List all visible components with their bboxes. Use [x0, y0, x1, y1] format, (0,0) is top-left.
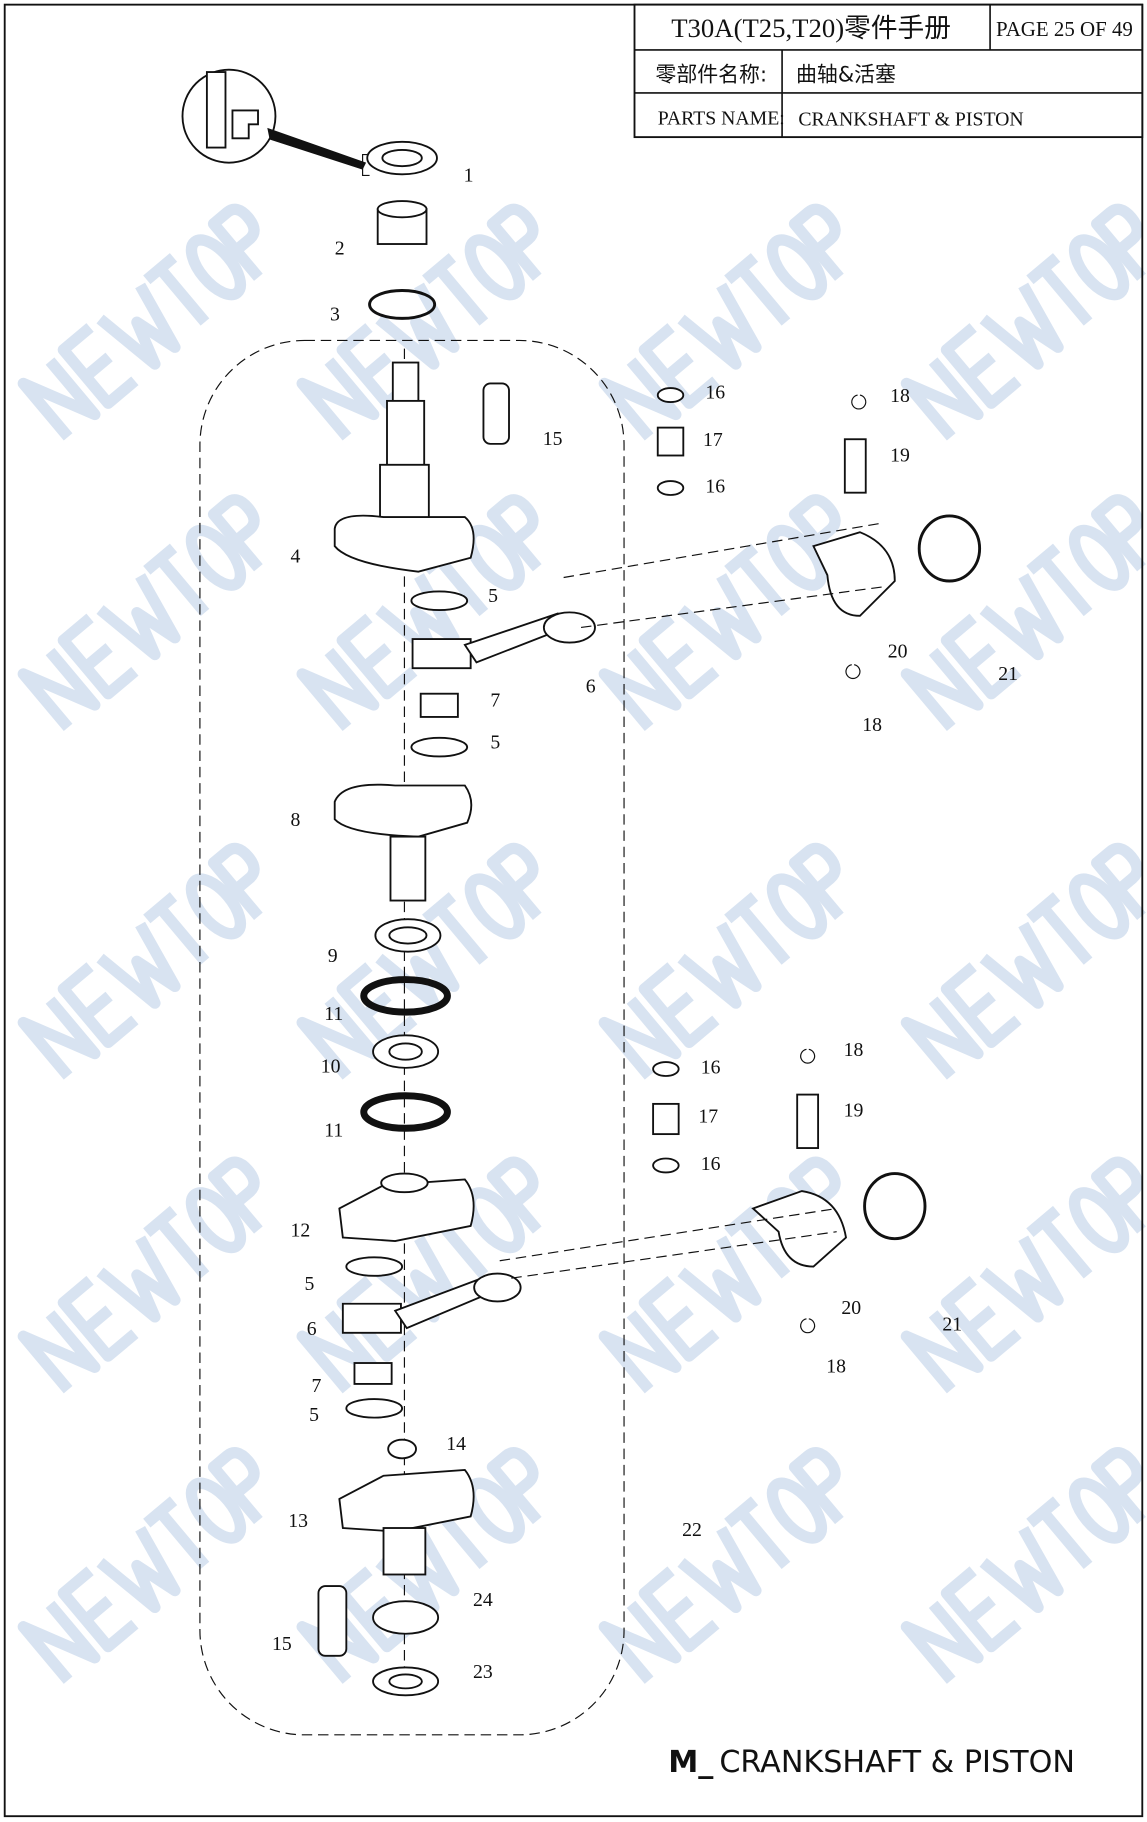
- small-needle-bearing-part: [656, 426, 685, 457]
- snap-ring-part: [360, 976, 451, 1016]
- callout-label: 18: [890, 385, 910, 407]
- footer-title-text: CRANKSHAFT & PISTON: [719, 1745, 1075, 1780]
- piston-rings-part: [917, 514, 982, 583]
- callout-labels: 1 2 3 4 15 16 17 16 18 19 5 6 20 21 18 7…: [272, 164, 1018, 1683]
- connecting-rod-lower-part: [341, 1302, 402, 1334]
- page-indicator: PAGE 25 OF 49: [996, 17, 1133, 41]
- page-frame: [3, 3, 1144, 1818]
- assembly-boundary: [199, 339, 625, 1736]
- callout-label: 17: [698, 1105, 718, 1127]
- callout-label: 3: [330, 304, 340, 326]
- callout-label: 15: [272, 1633, 292, 1655]
- callout-label: 7: [490, 689, 500, 711]
- cn-name-label: 零部件名称:: [655, 62, 767, 86]
- footer-title-prefix: M_: [668, 1745, 714, 1780]
- callout-label: 20: [888, 641, 908, 663]
- callout-label: 16: [701, 1057, 721, 1079]
- callout-label: 21: [998, 663, 1018, 685]
- parts-name-label: PARTS NAME:: [658, 107, 785, 129]
- callout-label: 16: [705, 382, 725, 404]
- callout-label: 19: [890, 444, 910, 466]
- crank-web-part: [333, 783, 473, 838]
- callout-label: 18: [826, 1355, 846, 1377]
- callout-label: 16: [705, 476, 725, 498]
- callout-label: 11: [324, 1003, 343, 1025]
- lower-bearing-part: [372, 1600, 440, 1635]
- callout-label: 24: [473, 1589, 493, 1611]
- callout-label: 10: [321, 1056, 341, 1078]
- callout-label: 5: [309, 1404, 319, 1426]
- callout-label: 15: [543, 428, 563, 450]
- callout-label: 7: [311, 1375, 321, 1397]
- title-block: T30A(T25,T20)零件手册 PAGE 25 OF 49 零部件名称: 曲…: [633, 3, 1144, 139]
- callout-label: 4: [291, 545, 301, 567]
- callout-label: 13: [288, 1510, 308, 1532]
- callout-label: 12: [291, 1219, 311, 1241]
- callout-label: 5: [304, 1273, 314, 1295]
- callout-label: 11: [324, 1119, 343, 1141]
- key-part: [387, 1438, 417, 1460]
- watermark-layer: [23, 204, 1147, 1680]
- callout-label: 5: [490, 731, 500, 753]
- callout-label: 22: [682, 1519, 702, 1541]
- callout-label: 8: [291, 809, 301, 831]
- circlip-part: [851, 394, 867, 410]
- callout-label: 23: [473, 1661, 493, 1683]
- callout-label: 1: [464, 164, 474, 186]
- seal-detail-view: [181, 68, 370, 177]
- callout-label: 14: [446, 1433, 466, 1455]
- callout-label: 6: [307, 1318, 317, 1340]
- piston-part: [812, 531, 896, 617]
- callout-label: 18: [862, 714, 882, 736]
- connecting-rod-part: [411, 611, 596, 670]
- callout-label: 6: [586, 676, 596, 698]
- crank-web-lower-part: [338, 1178, 475, 1242]
- callout-label: 5: [488, 585, 498, 607]
- crankshaft-lower-part: [338, 1468, 475, 1533]
- thrust-washer-part: [410, 590, 469, 611]
- callout-label: 19: [844, 1100, 864, 1122]
- parts-name-value: CRANKSHAFT & PISTON: [798, 108, 1023, 130]
- callout-label: 20: [841, 1297, 861, 1319]
- cn-name-value: 曲轴&活塞: [796, 62, 896, 86]
- dowel-pin-part: [482, 382, 510, 445]
- callout-label: 9: [328, 945, 338, 967]
- callout-label: 21: [942, 1313, 962, 1335]
- callout-label: 16: [701, 1153, 721, 1175]
- needle-bearing-part: [419, 692, 459, 718]
- piston-pin-part: [843, 438, 867, 494]
- callout-label: 2: [335, 237, 345, 259]
- manual-title: T30A(T25,T20)零件手册: [671, 13, 951, 43]
- callout-label: 17: [703, 429, 723, 451]
- o-ring-part: [368, 289, 437, 320]
- crankshaft-upper-part: [333, 361, 475, 573]
- callout-label: 18: [844, 1039, 864, 1061]
